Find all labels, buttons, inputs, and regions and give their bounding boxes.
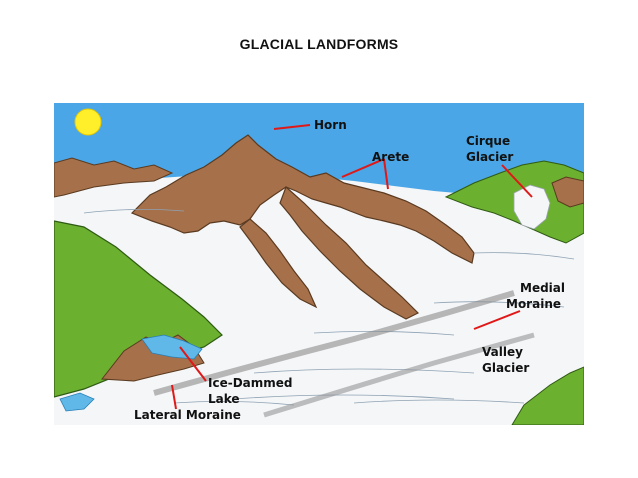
lower-right-slope [511, 366, 584, 425]
cirque-ice [513, 184, 551, 230]
spur-ridge [239, 218, 318, 309]
label-medial-line1: Medial [520, 281, 565, 295]
right-rock [551, 176, 584, 208]
small-lake [59, 392, 95, 412]
lateral-moraine [153, 290, 515, 396]
arete-ridge [279, 185, 420, 320]
label-valley-line2: Glacier [482, 361, 529, 375]
label-icedammed-line2: Lake [208, 392, 240, 406]
label-medial-line2: Moraine [506, 297, 561, 311]
label-cirque-line1: Cirque [466, 134, 510, 148]
label-icedammed-line1: Ice-Dammed [208, 376, 293, 390]
sun-icon [74, 108, 102, 136]
diagram-title: GLACIAL LANDFORMS [239, 36, 399, 52]
label-horn: Horn [314, 118, 347, 132]
medial-moraine [263, 332, 535, 418]
label-arete: Arete [372, 150, 409, 164]
label-cirque-line2: Glacier [466, 150, 513, 164]
horn-peak [130, 134, 475, 264]
pointer-lines [171, 124, 533, 410]
left-ridge [54, 157, 174, 198]
label-valley-line1: Valley [482, 345, 523, 359]
glacier-illustration: Horn Arete Cirque Glacier Medial Moraine… [54, 103, 584, 425]
label-lateral-moraine: Lateral Moraine [134, 408, 241, 422]
ice-dammed-lake [141, 334, 203, 360]
